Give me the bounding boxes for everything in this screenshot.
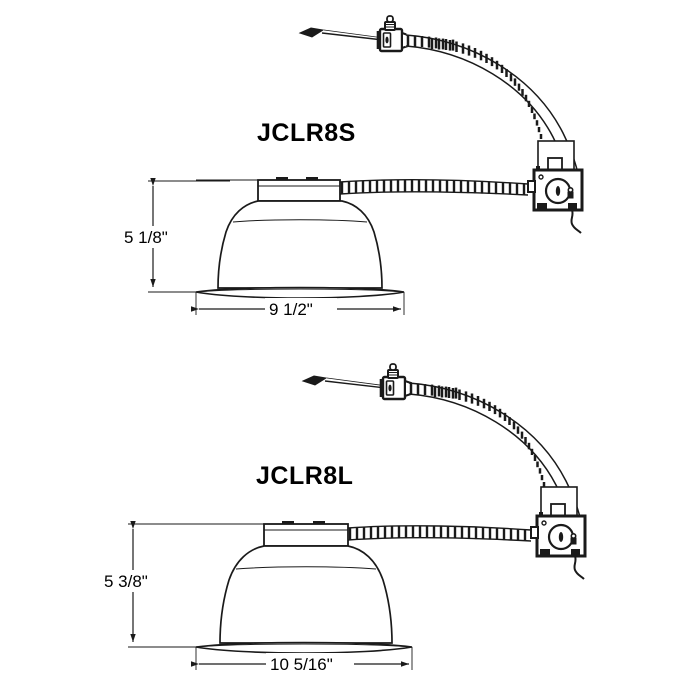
height-dimension-jclr8l: 5 3/8" [100,521,232,648]
trim-flange [195,286,405,299]
width-dimension-text-jclr8l: 10 5/16" [270,655,333,674]
trim-flange [195,641,413,654]
drawing-jclr8s: JCLR8S [120,15,584,320]
mounting-wire [301,375,388,389]
flexible-conduit-horizontal [339,179,529,196]
drawing-jclr8l: JCLR8L [100,363,587,675]
top-collar [196,177,341,202]
width-dimension-jclr8s: 9 1/2" [191,292,405,320]
bell-housing [217,200,383,289]
height-dimension-text-jclr8s: 5 1/8" [124,228,168,247]
cable-connector [379,363,412,401]
junction-box [530,486,587,580]
bell-housing [219,545,393,644]
width-dimension-jclr8l: 10 5/16" [191,647,413,675]
height-dimension-text-jclr8l: 5 3/8" [104,572,148,591]
width-dimension-text-jclr8s: 9 1/2" [269,300,313,319]
height-dimension-jclr8s: 5 1/8" [120,178,230,293]
flexible-conduit-horizontal [347,525,532,542]
model-label-jclr8l: JCLR8L [256,462,353,490]
junction-box [527,140,584,234]
mounting-wire [298,27,385,41]
model-label-jclr8s: JCLR8S [257,119,356,147]
